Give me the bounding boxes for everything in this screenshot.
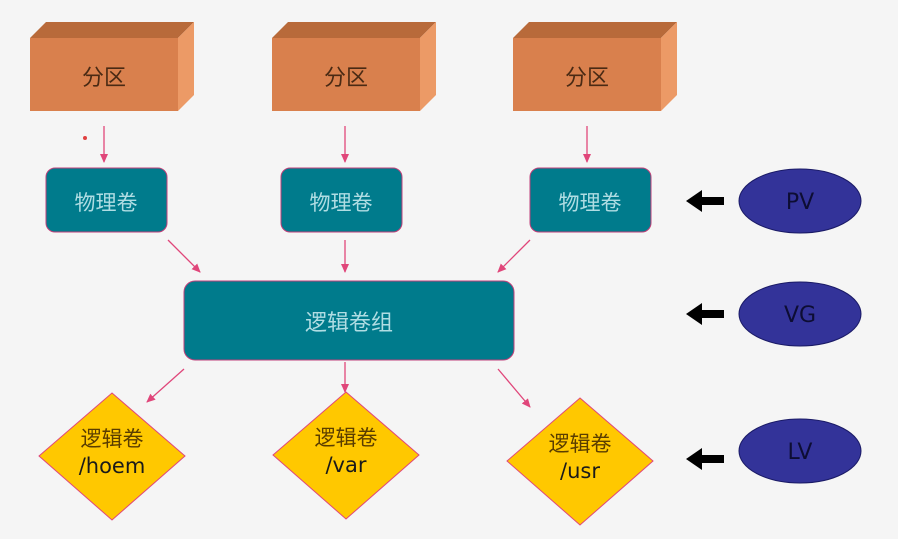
physical-volume-3: 物理卷 (529, 167, 652, 233)
legend-label: VG (784, 303, 816, 328)
physical-volume-label: 物理卷 (559, 191, 622, 215)
left-arrow-icon (686, 303, 724, 325)
volume-group-label: 逻辑卷组 (305, 311, 393, 336)
partition-box-2: 分区 (272, 22, 436, 111)
legend-oval (738, 418, 862, 484)
logical-volume-mount: /hoem (79, 454, 146, 478)
partition-label: 分区 (324, 66, 368, 91)
legend-label: LV (788, 440, 813, 465)
physical-volume-1: 物理卷 (45, 167, 168, 233)
legend-pv: PV (686, 168, 862, 234)
logical-volume-mount: /var (325, 453, 366, 477)
arrow-vg-to-lv-1 (146, 368, 185, 403)
arrow-pv-to-vg-3 (497, 239, 531, 273)
partition-label: 分区 (565, 66, 609, 91)
partition-box-side (420, 22, 436, 111)
logical-volume-diamond (38, 392, 186, 521)
arrow-pv-to-vg-1 (167, 239, 201, 273)
partition-label: 分区 (82, 66, 126, 91)
legend-label: PV (786, 190, 814, 215)
logical-volume-title: 逻辑卷 (81, 427, 144, 451)
physical-volume-label: 物理卷 (310, 191, 373, 215)
logical-volume-3: 逻辑卷 /usr (506, 397, 654, 526)
logical-volume-1: 逻辑卷 /hoem (38, 392, 186, 521)
partition-box-front (513, 38, 661, 111)
physical-volume-label: 物理卷 (75, 191, 138, 215)
partition-box-1: 分区 (30, 22, 194, 111)
partition-box-3: 分区 (513, 22, 677, 111)
stray-dot (83, 136, 87, 140)
physical-volume-2: 物理卷 (280, 167, 403, 233)
physical-volume-box (280, 167, 403, 233)
arrow-vg-to-lv-3 (497, 368, 531, 408)
partition-box-side (661, 22, 677, 111)
legend-oval (738, 168, 862, 234)
partition-box-side (178, 22, 194, 111)
partition-box-top (272, 22, 436, 38)
physical-volume-box (45, 167, 168, 233)
logical-volume-diamond (272, 391, 420, 520)
partition-box-front (272, 38, 420, 111)
logical-volume-diamond (506, 397, 654, 526)
legend-lv: LV (686, 418, 862, 484)
partition-box-top (513, 22, 677, 38)
left-arrow-icon (686, 448, 724, 470)
partition-box-front (30, 38, 178, 111)
partition-box-top (30, 22, 194, 38)
left-arrow-icon (686, 190, 724, 212)
logical-volume-2: 逻辑卷 /var (272, 391, 420, 520)
volume-group: 逻辑卷组 (183, 280, 515, 361)
logical-volume-title: 逻辑卷 (549, 432, 612, 456)
volume-group-box (183, 280, 515, 361)
logical-volume-title: 逻辑卷 (315, 426, 378, 450)
physical-volume-box (529, 167, 652, 233)
logical-volume-mount: /usr (560, 459, 600, 483)
legend-vg: VG (686, 281, 862, 347)
legend-oval (738, 281, 862, 347)
